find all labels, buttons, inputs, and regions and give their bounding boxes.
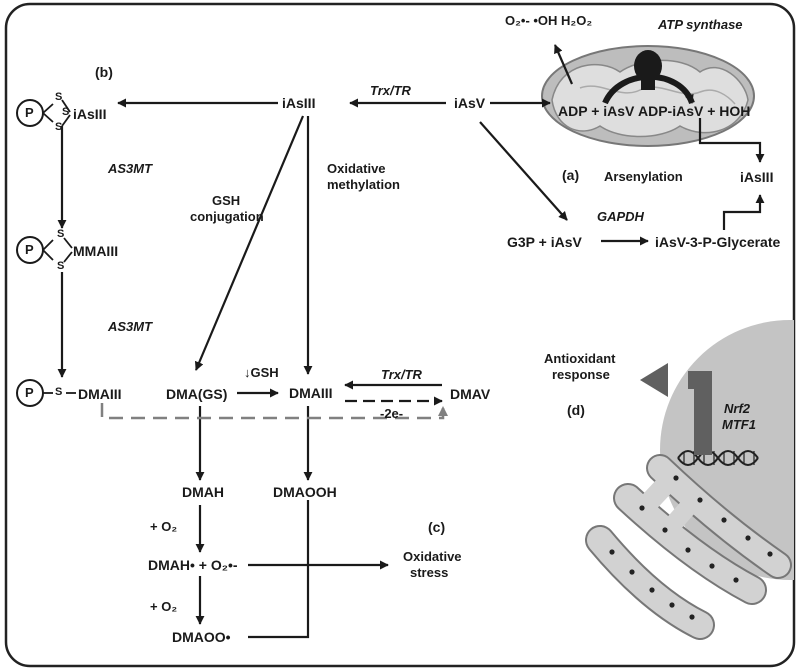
phosphate-label: P (25, 242, 34, 257)
phosphate-label: P (25, 105, 34, 120)
gsh-conjugation-label-2: conjugation (190, 209, 264, 224)
oxidative-stress-label-1: Oxidative (403, 549, 462, 564)
phosphate-label: P (25, 385, 34, 400)
dmaoo-radical-node: DMAOO• (172, 629, 231, 645)
sulfur-label: S (55, 91, 63, 103)
dma-complex-label: DMAIII (78, 386, 122, 402)
iasiii-mito-product: iAsIII (740, 169, 774, 185)
iasv-glycerate-label: iAsV-3-P-Glycerate (655, 234, 781, 250)
sulfur-label: S (55, 386, 63, 398)
gapdh-label: GAPDH (597, 209, 644, 224)
sulfur-label: S (62, 106, 70, 118)
dmaooh-node: DMAOOH (273, 484, 337, 500)
arsenylation-label: Arsenylation (604, 169, 683, 184)
antioxidant-response-arrow (640, 363, 712, 455)
panel-label-d: (d) (567, 402, 585, 418)
antioxidant-response-label-1: Antioxidant (544, 351, 616, 366)
dma-complex-ring (16, 379, 76, 407)
adp-iasv-product-label: ADP-iAsV + HOH (638, 103, 751, 119)
ias-complex-ring (16, 99, 71, 127)
dma-iii-node: DMAIII (289, 385, 333, 401)
plus-o2-label-2: + O₂ (150, 599, 178, 614)
iasv-node: iAsV (454, 95, 486, 111)
as3mt-label-2: AS3MT (108, 319, 153, 334)
nrf2-label: Nrf2 (724, 401, 751, 416)
mma-complex-label: MMAIII (73, 243, 119, 259)
oxidative-methylation-label-1: Oxidative (327, 161, 386, 176)
gsh-conjugation-label-1: GSH (212, 193, 241, 208)
panel-label-a: (a) (562, 167, 580, 183)
sulfur-label: S (57, 228, 65, 240)
arrow-glycerate-to-iasiii (722, 194, 765, 230)
arrow-dmaooh-to-dmaoo (248, 500, 310, 639)
oxidative-stress-label-2: stress (410, 565, 449, 580)
mtf1-label: MTF1 (722, 417, 756, 432)
two-electron-label: -2e- (380, 406, 404, 421)
dmah-node: DMAH (182, 484, 224, 500)
arrow-mito-to-ros (553, 44, 574, 85)
iasiii-node: iAsIII (282, 95, 316, 111)
sulfur-label: S (57, 260, 65, 272)
dmah-radical-node: DMAH• + O₂•- (148, 557, 238, 573)
endoplasmic-reticulum (585, 454, 792, 640)
atp-synthase-curved-arrow (602, 73, 695, 105)
arrow-mito-to-iasiii (698, 118, 765, 163)
arrow-iasv-to-g3p (479, 121, 568, 221)
arrow-iasiii-to-dmags (194, 115, 305, 371)
dma-gs-node: DMA(GS) (166, 386, 228, 402)
dma-v-node: DMAV (450, 386, 491, 402)
panel-label-c: (c) (428, 519, 446, 535)
plus-o2-label-1: + O₂ (150, 519, 178, 534)
trx-tr-label-center: Trx/TR (381, 367, 422, 382)
as3mt-label-1: AS3MT (108, 161, 153, 176)
atp-synthase-label: ATP synthase (658, 17, 743, 32)
gsh-depletion-label: ↓GSH (244, 365, 279, 380)
mma-complex-ring (16, 236, 73, 264)
oxidative-methylation-label-2: methylation (327, 177, 400, 192)
panel-label-b: (b) (95, 64, 113, 80)
dna-helix-icon (677, 450, 759, 466)
ros-species-label: O₂•- •OH H₂O₂ (505, 13, 593, 28)
ias-complex-label: iAsIII (73, 106, 107, 122)
sulfur-label: S (55, 121, 63, 133)
adp-iasv-label: ADP + iAsV (558, 103, 635, 119)
g3p-iasv-label: G3P + iAsV (507, 234, 582, 250)
dashed-arrow-dmaiii-to-dmav (100, 403, 448, 420)
trx-tr-label-top: Trx/TR (370, 83, 411, 98)
antioxidant-response-label-2: response (552, 367, 610, 382)
